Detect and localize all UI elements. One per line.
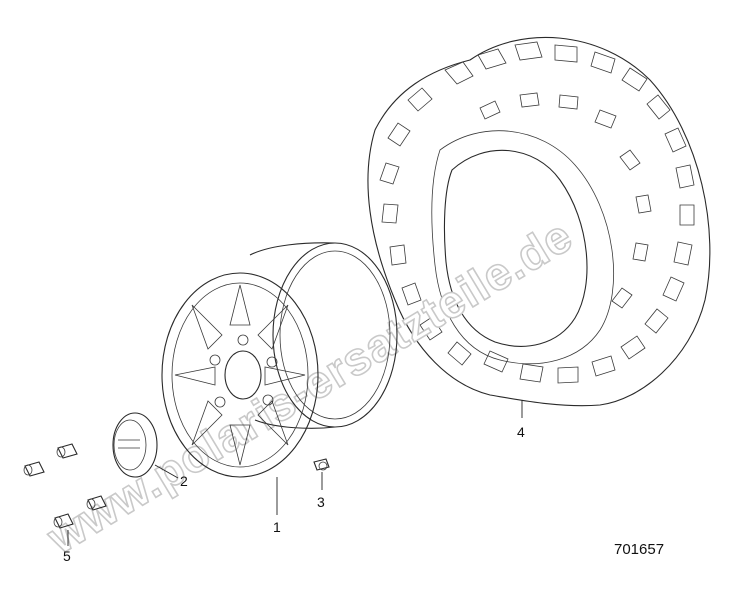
center-cap-drawing [112,412,179,479]
tire-drawing [367,36,711,418]
wheel-drawing [161,242,398,515]
callout-5: 5 [63,548,71,564]
drawing-number: 701657 [614,541,664,558]
watermark-text: www.polaris-ersatzteile.de [38,209,582,564]
callout-1: 1 [273,519,281,535]
callout-4: 4 [517,424,525,440]
lug-nuts-drawing [23,443,107,546]
callout-2: 2 [180,473,188,489]
callout-3: 3 [317,494,325,510]
valve-stem-drawing [313,458,330,490]
